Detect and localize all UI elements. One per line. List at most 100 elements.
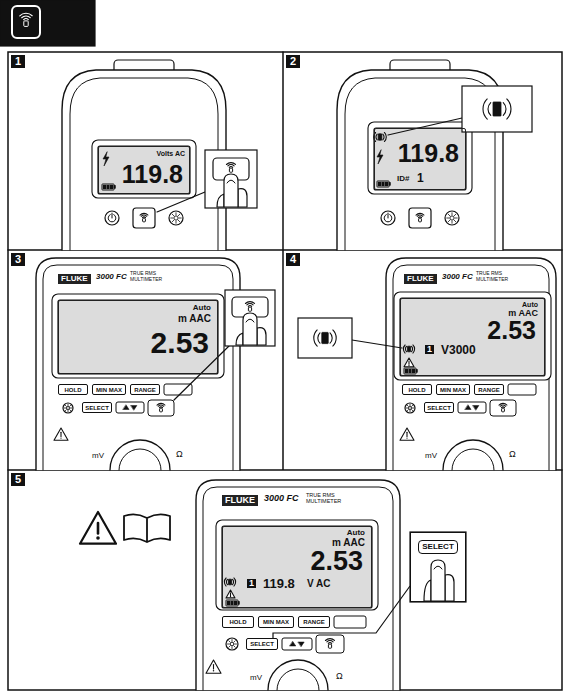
backlight-button (445, 211, 459, 225)
wireless-wave (245, 302, 254, 304)
radio-module (407, 346, 410, 352)
backlight-symbol (174, 216, 178, 220)
rotary-dial-knob (277, 669, 319, 690)
backlight-ray (178, 214, 179, 215)
leader-line (273, 586, 410, 638)
backlight-ray (447, 218, 449, 219)
down-arrow (473, 406, 479, 411)
power-symbol (112, 213, 113, 218)
backlight-button (226, 638, 238, 650)
rotary-dial-knob (119, 449, 161, 470)
down-arrow (131, 406, 137, 411)
radio-wave (383, 134, 384, 140)
backlight-ray (70, 408, 72, 409)
brand-label: FLUKE (404, 274, 437, 284)
meter-face (203, 487, 393, 690)
button-callout: SELECT (410, 532, 466, 602)
dial-mark: Ω (509, 450, 516, 459)
display-reading: 2.53 (487, 318, 536, 343)
warning-mark (406, 432, 407, 436)
meter-button: RANGE (298, 616, 330, 628)
finger (217, 194, 224, 207)
wireless-wave (228, 165, 234, 166)
wireless-wave (158, 405, 163, 406)
meter-type-label: TRUE RMS MULTIMETER (306, 492, 350, 504)
wireless-button (490, 400, 516, 416)
backlight-ray (228, 644, 230, 645)
backlight-ray (68, 410, 69, 412)
display-reading: Auto (193, 304, 211, 312)
wireless-wave (20, 13, 32, 16)
battery-tip (389, 183, 391, 186)
header-icon-frame (12, 6, 40, 38)
display-reading: 119.8 (398, 141, 459, 166)
warning-triangle (404, 358, 414, 367)
display-bezel (394, 292, 551, 380)
meter-button: SELECT (424, 402, 454, 413)
dial-mark: mV (250, 674, 262, 682)
meter-body (386, 258, 556, 470)
button-label: SELECT (427, 405, 451, 411)
fingernail (434, 566, 442, 569)
display-reading: ID# (397, 175, 409, 183)
display-reading: 119.8 (122, 162, 183, 187)
finger (424, 580, 431, 601)
backlight-ray (407, 405, 408, 406)
meter-button: HOLD (58, 384, 88, 395)
display-glass (222, 526, 372, 608)
backlight-ray (172, 214, 173, 215)
finger (243, 313, 257, 345)
callout-label: SELECT (418, 540, 458, 554)
step-number: 5 (11, 473, 25, 486)
backlight-ray (448, 220, 449, 221)
radio-wave (488, 103, 491, 116)
wireless-button (409, 208, 431, 228)
radio-module (493, 102, 501, 116)
backlight-ray (448, 214, 449, 215)
leader-line (388, 118, 462, 135)
radio-module (322, 332, 328, 343)
backlight-ray (454, 214, 455, 215)
finger (238, 189, 247, 207)
meter-display: Autom AAC2.531V3000 (400, 298, 545, 376)
meter-body (62, 70, 226, 250)
meter-body (196, 480, 400, 690)
warning-dot (230, 596, 231, 597)
lightning-icon (377, 150, 383, 164)
display-bezel (368, 122, 472, 194)
display-reading: 1 (247, 579, 256, 588)
wireless-module (248, 307, 251, 311)
up-arrow (465, 405, 471, 410)
radio-wave (224, 578, 226, 586)
power-button (381, 211, 395, 225)
backlight-ray (410, 404, 411, 406)
radio-wave (330, 333, 332, 343)
model-label: 3000 FC (96, 273, 127, 281)
backlight-ray (407, 410, 408, 411)
radio-wave (333, 330, 336, 346)
backlight-ray (234, 641, 235, 642)
backlight-ray (235, 644, 237, 645)
display-reading: 1 (425, 345, 434, 354)
model-label: 3000 FC (442, 273, 473, 281)
button-label: SELECT (85, 405, 109, 411)
blank-button (508, 384, 536, 395)
backlight-ray (454, 220, 455, 221)
backlight-ray (452, 221, 453, 223)
display-bezel (92, 140, 196, 198)
display-reading: m AAC (178, 314, 211, 324)
meter-display: 119.8ID#1 (374, 128, 466, 190)
meter-button: HOLD (402, 384, 432, 395)
backlight-ray (452, 213, 453, 215)
display-reading: V AC (307, 579, 331, 589)
radio-module (378, 134, 382, 140)
backlight-ray (406, 408, 408, 409)
wireless-wave (417, 215, 422, 216)
display-glass (98, 146, 190, 194)
wireless-button (316, 635, 344, 653)
radio-wave (412, 346, 413, 351)
step-number: 4 (286, 253, 300, 266)
button-label: MIN MAX (96, 387, 122, 393)
battery-bar (409, 370, 411, 373)
